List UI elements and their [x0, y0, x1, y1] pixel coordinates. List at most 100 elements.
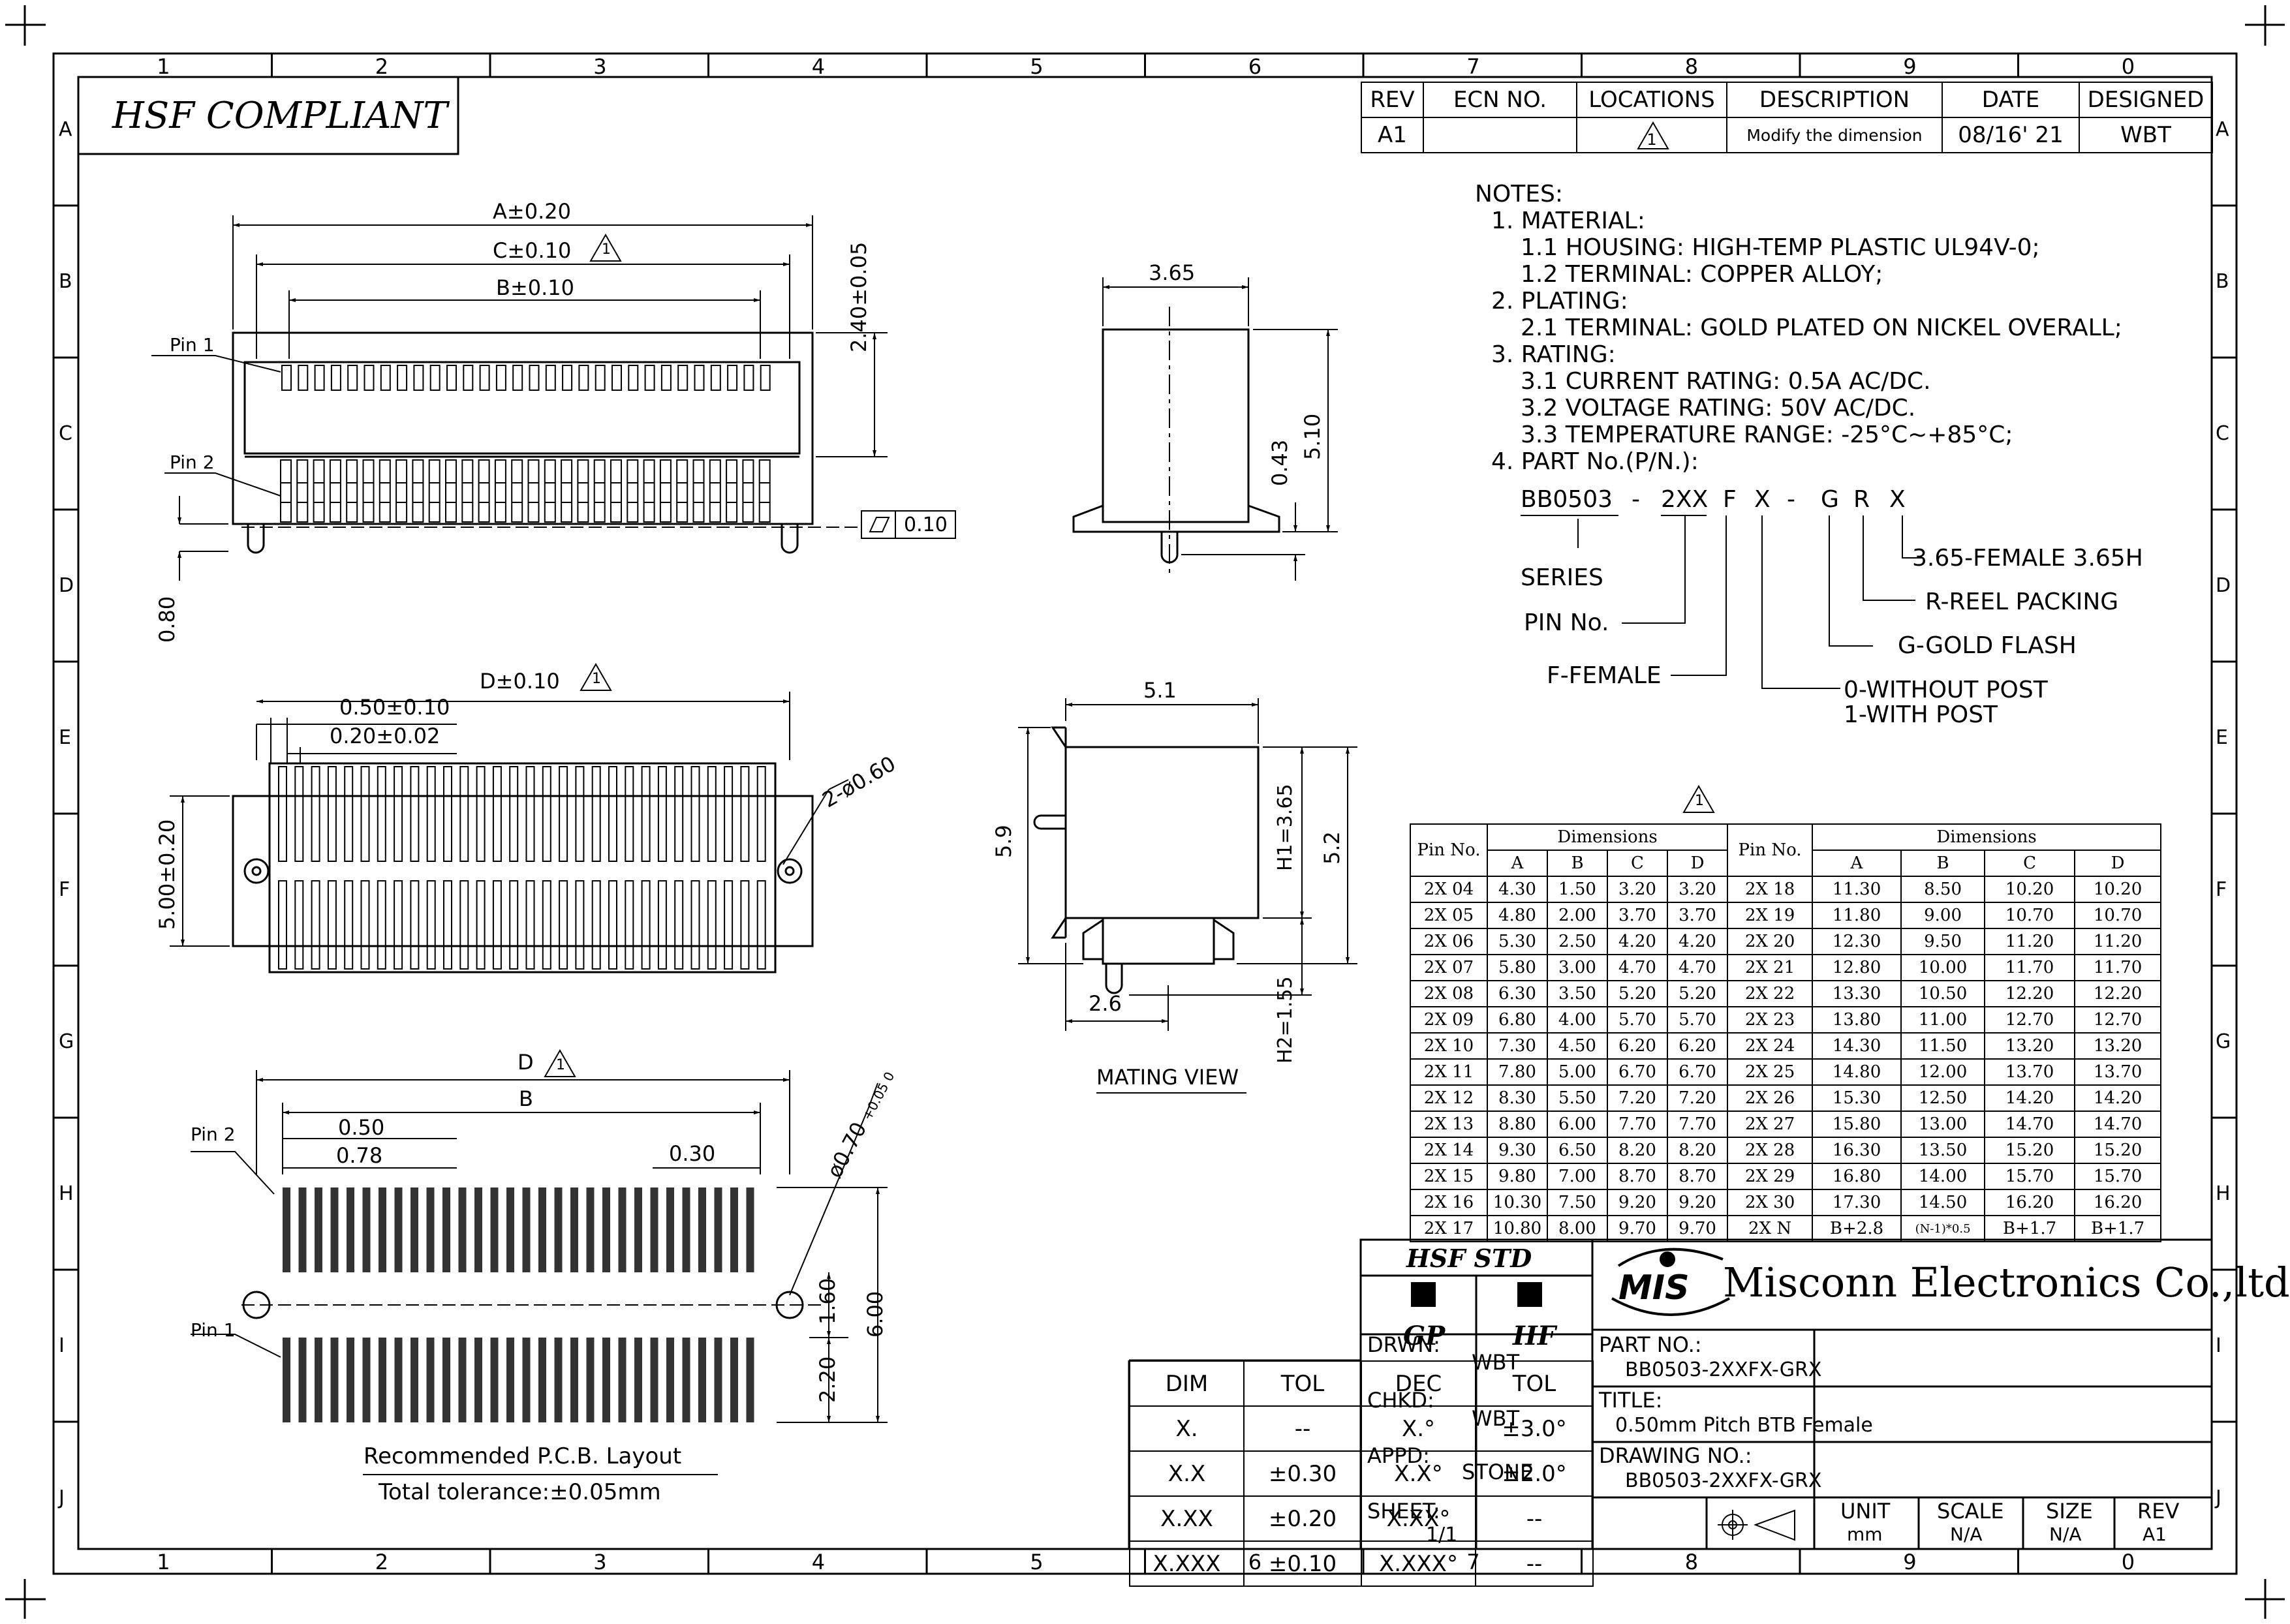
col-c-left: C [1607, 850, 1668, 877]
table-cell: 10.30 [1487, 1189, 1548, 1216]
table-cell: 4.20 [1666, 928, 1729, 955]
pin-mark [542, 766, 551, 862]
note-line: 2. PLATING: [1491, 288, 1628, 314]
part-code-gender: F [1723, 486, 1737, 513]
pcb-pad [347, 1187, 354, 1272]
pcb-pad [634, 1187, 642, 1272]
pcb-pad [490, 1187, 499, 1272]
pcb-pad [714, 1338, 722, 1422]
pin-mark [294, 766, 304, 862]
table-cell: 10.70 [1984, 902, 2076, 929]
rev-mark-d: 1 [592, 671, 601, 687]
pin-mark [709, 459, 721, 523]
zone-row-right: J [2216, 1486, 2221, 1509]
pin-mark [674, 766, 684, 862]
pin-mark [726, 459, 738, 523]
table-cell: 12.70 [1984, 1006, 2076, 1034]
pcb-pin1-label: Pin 1 [191, 1319, 236, 1341]
table-row: X.--X.°±3.0° [1129, 1405, 1594, 1452]
company-logo-icon [1611, 1248, 1730, 1316]
table-cell: X. [1129, 1405, 1245, 1452]
pin-mark [660, 365, 672, 391]
pin-mark [743, 365, 754, 391]
table-cell: 9.20 [1666, 1189, 1729, 1216]
inner-frame [77, 76, 2213, 1550]
note-line: 2.1 TERMINAL: GOLD PLATED ON NICKEL OVER… [1521, 314, 2122, 341]
pcb-pad-width-label: 0.30 [669, 1141, 716, 1166]
table-cell: 4.80 [1487, 902, 1548, 929]
pcb-pad [283, 1187, 290, 1272]
pin-mark [327, 766, 337, 862]
pcb-pad [330, 1187, 339, 1272]
table-cell: 5.20 [1607, 980, 1668, 1007]
table-cell: 7.30 [1487, 1032, 1548, 1060]
pin2-label: Pin 2 [170, 452, 215, 473]
pin-mark [591, 880, 601, 970]
pin-mark [412, 459, 424, 523]
tol-tol-header: TOL [1243, 1360, 1362, 1407]
mating-h2-label: H2=1.55 [1274, 976, 1297, 1064]
pin-mark [559, 880, 568, 970]
pin-mark [559, 766, 568, 862]
pcb-pad [426, 1187, 435, 1272]
pin-mark [544, 459, 556, 523]
table-cell: 9.30 [1487, 1137, 1548, 1164]
table-cell: 2X 08 [1410, 980, 1488, 1007]
pcb-pad [379, 1338, 386, 1422]
table-cell: 14.50 [1900, 1189, 1986, 1216]
legend-height: 3.65-FEMALE 3.65H [1912, 545, 2143, 572]
pin-mark [611, 365, 622, 391]
pin-mark [379, 459, 391, 523]
pin-mark [593, 459, 606, 523]
zone-row-left: G [59, 1030, 74, 1053]
zone-col-top: 5 [1030, 54, 1044, 79]
part-code-pins: 2XX [1661, 486, 1709, 513]
pcb-dim-d-label: D [518, 1050, 534, 1075]
pcb-pad [650, 1187, 658, 1272]
compliance-label: HSF COMPLIANT [112, 95, 448, 137]
table-cell: 11.70 [1984, 954, 2076, 981]
pin-mark [575, 766, 585, 862]
table-cell: 2X 18 [1727, 876, 1814, 903]
table-cell: 2X 21 [1727, 954, 1814, 981]
table-cell: 11.00 [1900, 1006, 1986, 1034]
pin-mark [395, 459, 408, 523]
note-line: 1.2 TERMINAL: COPPER ALLOY; [1521, 261, 1883, 288]
coplanarity-label: 0.10 [904, 513, 948, 536]
pitch-label: 0.50±0.10 [339, 695, 450, 720]
table-cell: 2X 11 [1410, 1058, 1488, 1086]
standoff-label: 0.80 [155, 596, 179, 643]
zone-row-right: H [2216, 1182, 2231, 1205]
table-cell: 14.20 [1984, 1084, 2076, 1112]
mating-offset-label: 2.6 [1089, 991, 1122, 1016]
zone-col-top: 7 [1466, 54, 1480, 79]
table-cell: 5.30 [1487, 928, 1548, 955]
part-code-dash-1: - [1632, 486, 1640, 513]
pcb-pad [298, 1187, 307, 1272]
table-cell: 10.80 [1487, 1215, 1548, 1242]
pin-mark [327, 880, 337, 970]
pcb-pad [538, 1187, 546, 1272]
pin-width-label: 0.20±0.02 [330, 724, 441, 748]
table-cell: 6.70 [1666, 1058, 1729, 1086]
pcb-pad [586, 1187, 595, 1272]
pin-mark [397, 365, 408, 391]
table-cell: 12.30 [1812, 928, 1902, 955]
table-cell: 2X 07 [1410, 954, 1488, 981]
table-cell: 16.30 [1812, 1137, 1902, 1164]
pcb-pad [347, 1338, 354, 1422]
pin-mark [476, 766, 486, 862]
pin-mark [281, 365, 292, 391]
pin-mark [758, 459, 771, 523]
pin-mark [625, 880, 634, 970]
table-cell: 5.70 [1666, 1006, 1729, 1034]
pin-mark [426, 766, 436, 862]
table-cell: X.XXX° [1361, 1540, 1476, 1587]
zone-row-left: H [59, 1182, 74, 1205]
zone-row-right: G [2216, 1030, 2231, 1053]
zone-row-right: E [2216, 726, 2228, 749]
table-cell: 6.20 [1666, 1032, 1729, 1060]
